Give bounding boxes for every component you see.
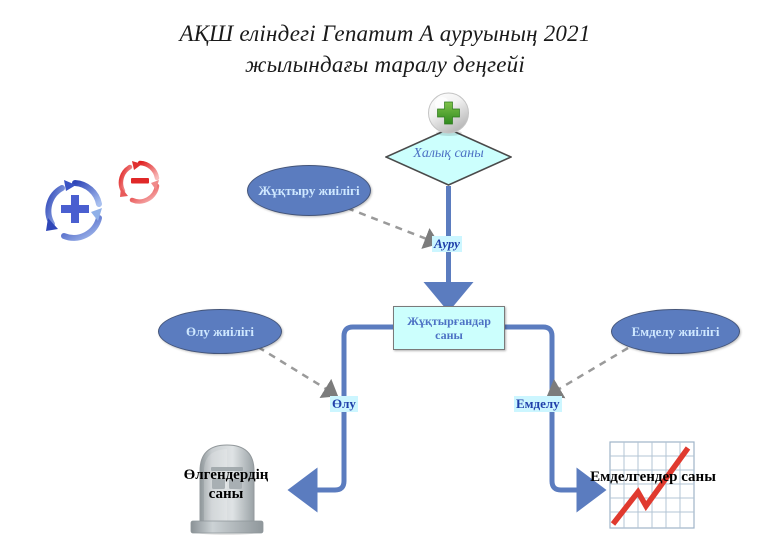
rate-node-death-label: Өлу жиілігі — [185, 324, 255, 339]
deaths-outcome-label: Өлгендердің саны — [183, 467, 269, 502]
rate-node-treatment[interactable]: Емделу жиілігі — [611, 309, 740, 354]
page-title: АҚШ еліндегі Гепатит А ауруының 2021 жыл… — [179, 21, 591, 77]
diamond-shape — [385, 128, 512, 186]
causal-link-infection — [346, 206, 440, 249]
balancing-loop-minus-icon — [118, 160, 160, 204]
flow-label-illness: Ауру — [432, 236, 462, 252]
tombstone-icon — [190, 444, 264, 535]
population-node[interactable]: Халық саны — [385, 128, 512, 186]
causal-link-treatment — [546, 346, 629, 399]
green-plus-sphere-icon — [428, 92, 469, 136]
rate-node-treatment-label: Емделу жиілігі — [631, 324, 720, 339]
flow-label-death: Өлу — [330, 396, 358, 412]
causal-link-death — [257, 345, 339, 399]
flow-label-treatment: Емделу — [514, 396, 562, 412]
rate-node-death[interactable]: Өлу жиілігі — [158, 309, 282, 354]
rate-node-infection-label: Жұқтыру жиілігі — [258, 183, 360, 198]
population-node-label: Халық саны — [413, 146, 484, 161]
infected-stock-node[interactable]: Жұқтырғандар саны — [393, 306, 505, 350]
rate-node-infection[interactable]: Жұқтыру жиілігі — [247, 165, 371, 216]
infected-stock-label: Жұқтырғандар саны — [407, 314, 491, 342]
rising-chart-icon — [609, 441, 695, 529]
treated-outcome-label: Емделгендер саны — [590, 469, 716, 485]
reinforcing-loop-plus-icon — [45, 180, 102, 241]
